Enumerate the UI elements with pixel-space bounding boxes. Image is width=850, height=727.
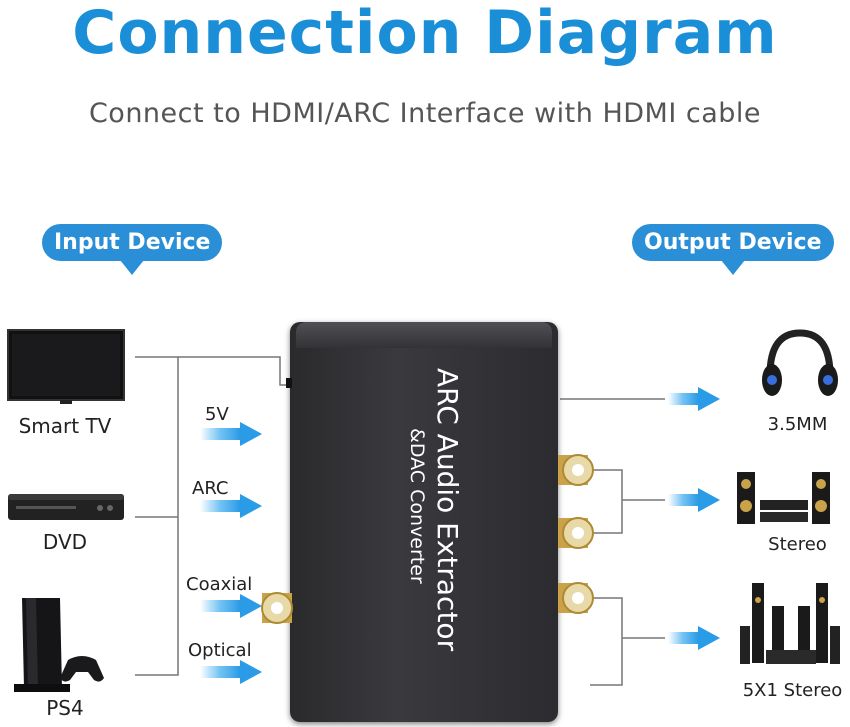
output-device-badge-label: Output Device <box>644 230 822 255</box>
input-bracket-line <box>135 356 179 676</box>
rca-jack-left-white <box>558 454 594 486</box>
input-arrow-optical <box>200 660 262 684</box>
diagram-subtitle: Connect to HDMI/ARC Interface with HDMI … <box>88 98 762 129</box>
coaxial-input-jack <box>261 592 293 624</box>
signal-label-coaxial: Coaxial <box>186 574 253 595</box>
rca-jack-right-red <box>558 517 594 549</box>
signal-label-5v: 5V <box>205 404 229 425</box>
output-label-5x1-stereo: 5X1 Stereo <box>742 680 843 701</box>
signal-label-arc: ARC <box>192 478 229 499</box>
device-top-edge <box>296 322 552 348</box>
output-arrow-stereo <box>668 488 720 512</box>
diagram-title: Connection Diagram <box>72 0 778 68</box>
device-switch <box>286 378 292 388</box>
device-label-line1: ARC Audio Extractor <box>431 368 464 652</box>
output-label-3-5mm: 3.5MM <box>767 414 828 435</box>
input-device-badge: Input Device <box>42 224 223 275</box>
output-device-badge: Output Device <box>632 224 834 275</box>
input-label-dvd: DVD <box>42 530 88 554</box>
input-label-smart-tv: Smart TV <box>18 414 112 438</box>
input-device-badge-label: Input Device <box>54 230 211 255</box>
output-arrow-5x1 <box>668 626 720 650</box>
device-label-line2: &DAC Converter <box>406 428 428 584</box>
input-arrow-coaxial <box>200 594 262 618</box>
signal-label-optical: Optical <box>188 640 252 661</box>
output-arrow-3-5mm <box>668 387 720 411</box>
input-arrow-5v <box>200 422 262 446</box>
input-label-ps4: PS4 <box>46 696 84 720</box>
arc-audio-extractor-device <box>290 322 558 722</box>
coaxial-output-jack <box>558 582 594 614</box>
input-arrow-arc <box>200 494 262 518</box>
output-label-stereo: Stereo <box>768 534 827 555</box>
